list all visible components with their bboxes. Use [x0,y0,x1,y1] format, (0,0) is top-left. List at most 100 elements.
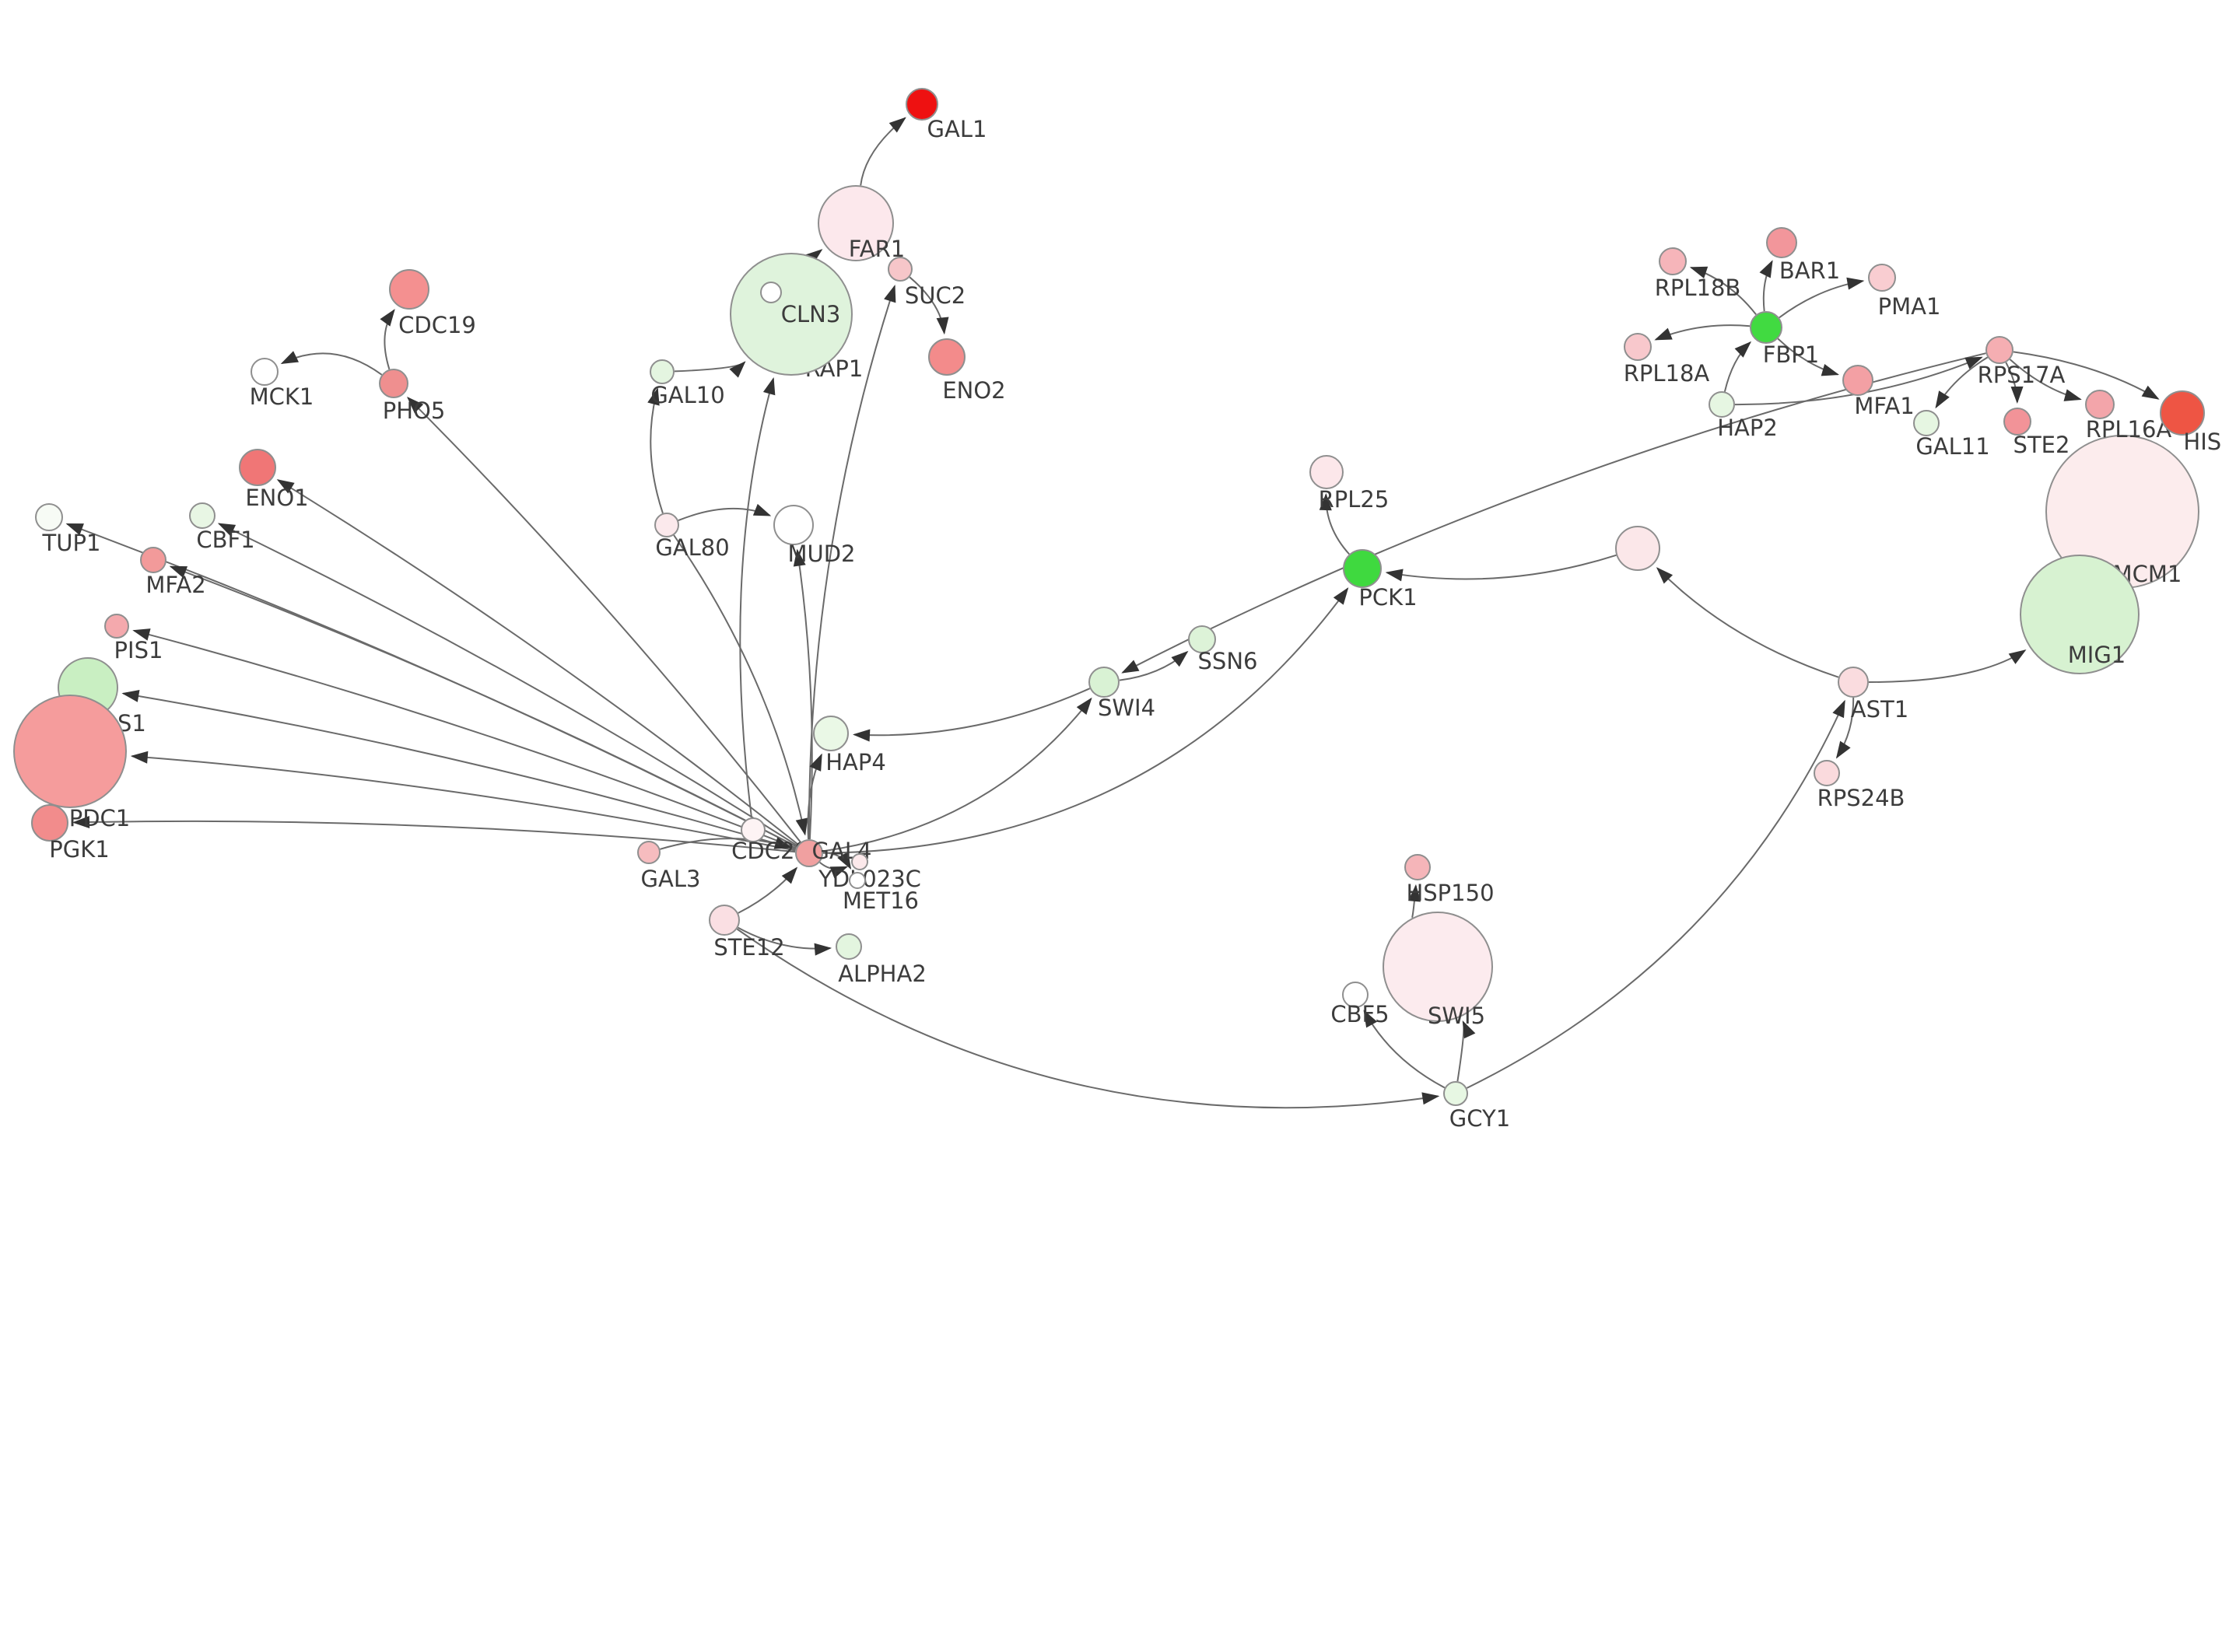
node-rps24b[interactable] [1814,760,1840,786]
edge-fbp1-pma1[interactable] [1779,277,1865,319]
edge-cdc28-cln3[interactable] [739,376,776,818]
node-mud2[interactable] [773,505,814,545]
edge-pho5-mck1[interactable] [280,351,383,376]
node-hap2[interactable] [1709,391,1735,418]
node-gal11[interactable] [1913,410,1940,436]
node-cln3[interactable] [730,253,853,376]
edge-gal4-eno1[interactable] [276,479,799,845]
node-unnamed-1[interactable] [760,282,782,303]
node-met16[interactable] [849,872,866,889]
node-tup1[interactable] [35,503,63,531]
edge-gal4-swi4[interactable] [822,697,1092,852]
edge-gcy1-swi5[interactable] [1456,1020,1476,1082]
node-pgk1[interactable] [31,804,68,842]
node-ste2[interactable] [2003,408,2031,436]
edge-suc2-eno2[interactable] [909,276,949,335]
edge-fbp1-rpl18a[interactable] [1654,324,1751,341]
edge-fbp1-bar1[interactable] [1759,260,1773,312]
edge-fbp1-rpl18b[interactable] [1689,266,1757,316]
edge-ste12-gal4[interactable] [738,866,798,914]
edge-rps17a-his4[interactable] [2013,351,2160,400]
edge-gal4-pho5[interactable] [406,396,801,843]
node-pdc1[interactable] [13,695,127,808]
node-pho5[interactable] [379,369,408,398]
node-eno2[interactable] [928,338,966,376]
node-ste12[interactable] [709,905,740,936]
edge-gal4-cbf1[interactable] [217,523,798,847]
edge-ast1-rps24b[interactable] [1835,697,1855,759]
edge-gcy1-ast1[interactable] [1466,699,1845,1089]
edge-pho5-cdc19[interactable] [380,309,395,370]
edge-gal10-cln3[interactable] [674,361,746,378]
node-swi5[interactable] [1383,912,1493,1022]
node-gal3[interactable] [637,841,661,864]
node-rpl18a[interactable] [1624,333,1652,361]
edge-unnamed-2-pck1[interactable] [1385,554,1617,582]
edge-cln3-far1[interactable] [805,249,823,265]
node-rpl16a[interactable] [2085,390,2115,419]
edge-gal4-pis1[interactable] [132,628,797,849]
node-ydl023c[interactable] [851,853,868,870]
edge-gal3-gal4[interactable] [660,837,793,850]
edge-gal4-pck1[interactable] [822,587,1349,854]
edge-swi4-ssn6[interactable] [1119,650,1189,681]
node-rpl25[interactable] [1309,455,1344,489]
edge-gal80-gal10[interactable] [647,387,664,514]
node-far1[interactable] [818,185,894,261]
node-gal1[interactable] [906,88,938,121]
edge-gal4-hap4[interactable] [807,753,822,840]
node-mig1[interactable] [2020,555,2140,674]
node-fbp1[interactable] [1750,311,1782,344]
edge-gal4-pgk1[interactable] [72,816,796,853]
node-gal10[interactable] [650,359,675,384]
node-gcy1[interactable] [1443,1081,1468,1106]
node-rpl18b[interactable] [1659,247,1687,275]
edge-rps17a-rpl16a[interactable] [2009,359,2082,401]
edge-swi4-hap4[interactable] [853,688,1091,742]
node-rps17a[interactable] [1985,336,2013,364]
node-hsp150[interactable] [1404,854,1431,880]
node-pis1[interactable] [104,614,129,639]
node-mck1[interactable] [251,358,279,386]
edge-gcy1-cbf5[interactable] [1363,1010,1446,1089]
node-mfa1[interactable] [1842,365,1873,396]
edge-ste12-gcy1[interactable] [736,928,1440,1109]
node-pck1[interactable] [1343,549,1382,588]
node-gal80[interactable] [654,513,679,537]
edge-pck1-rpl25[interactable] [1319,493,1350,555]
node-bar1[interactable] [1766,227,1797,258]
node-hap4[interactable] [813,716,849,751]
node-alpha2[interactable] [836,933,862,960]
node-label-ast1: AST1 [1851,696,1908,723]
edge-ast1-mig1[interactable] [1868,649,2027,684]
node-eno1[interactable] [239,449,276,486]
edge-ast1-unnamed-2[interactable] [1656,567,1839,678]
edge-gal4-mud2[interactable] [793,548,813,840]
node-suc2[interactable] [888,257,913,282]
node-cbf1[interactable] [189,502,216,529]
node-mfa2[interactable] [140,547,166,573]
node-gal4[interactable] [795,839,823,867]
node-pma1[interactable] [1868,264,1896,292]
edge-gal4-pdc1[interactable] [130,751,796,852]
edge-gal4-ras1[interactable] [121,690,796,850]
edge-fbp1-mfa1[interactable] [1777,338,1840,376]
edge-ste12-alpha2[interactable] [738,926,832,956]
edge-hap2-fbp1[interactable] [1723,341,1752,392]
node-his4[interactable] [2160,390,2205,436]
edge-far1-gal1[interactable] [860,117,906,186]
node-swi4[interactable] [1088,667,1120,698]
edge-gal4-ydl023c[interactable] [819,861,849,879]
node-ssn6[interactable] [1188,625,1216,653]
node-ast1[interactable] [1838,667,1869,698]
node-group-rpl16a: RPL16A [2085,390,2171,443]
node-cbf5[interactable] [1342,982,1369,1008]
edge-gal80-gal4[interactable] [673,534,808,836]
node-cdc19[interactable] [389,269,429,310]
node-unnamed-2[interactable] [1615,526,1660,571]
edge-gal80-mud2[interactable] [678,503,772,522]
node-cdc28[interactable] [741,817,766,842]
edge-gal4-mfa2[interactable] [169,565,797,848]
edge-rps17a-ste2[interactable] [2005,362,2024,404]
